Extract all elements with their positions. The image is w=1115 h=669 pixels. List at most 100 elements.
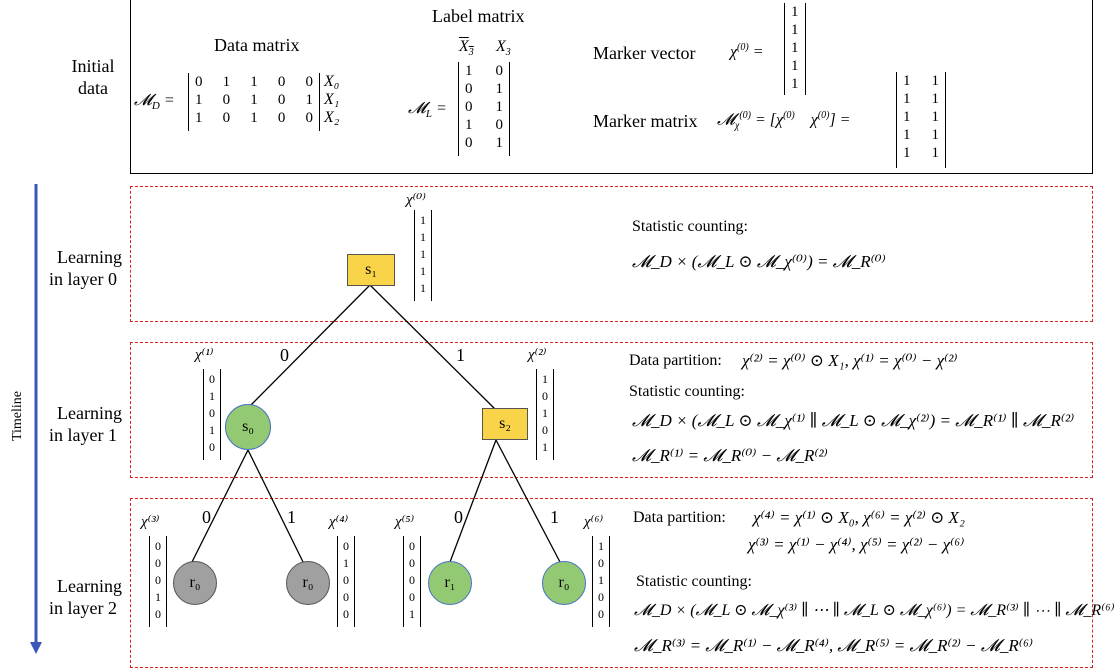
label-matrix-cell: 1 [465, 117, 473, 133]
layer2-label: Learning in layer 2 [49, 576, 122, 618]
vector-cell: 0 [598, 590, 604, 604]
vector-cell: 1 [542, 372, 548, 386]
layer1-partition-title: Data partition: [629, 352, 722, 369]
layer1-box [130, 342, 1093, 478]
vector-cell: 1 [209, 423, 215, 437]
vector-cell: 0 [542, 423, 548, 437]
edge-s2-rd [495, 439, 561, 563]
leaf-node-d: r₀ [542, 561, 586, 605]
vector-cell: 0 [209, 372, 215, 386]
vector-cell: 0 [409, 590, 415, 604]
data-matrix-cell: 1 [195, 110, 203, 126]
edge-label-s0-rb: 1 [287, 507, 296, 527]
data-matrix-cell: 0 [277, 92, 286, 108]
vector-cell: 1 [420, 213, 426, 227]
vector-cell: 0 [343, 539, 349, 553]
edge-label-s2-rc: 0 [454, 507, 463, 527]
data-matrix-cell: 1 [195, 92, 203, 108]
data-matrix-cell: 1 [250, 92, 258, 108]
vector-chi2: 1 0 1 0 1 [536, 369, 554, 460]
vector-cell: 0 [598, 607, 604, 621]
layer2-box [130, 498, 1093, 668]
data-matrix-cell: 0 [277, 110, 286, 126]
layer2-partition-eq2: χ⁽³⁾ = χ⁽¹⁾ − χ⁽⁴⁾, χ⁽⁵⁾ = χ⁽²⁾ − χ⁽⁶⁾ [748, 535, 965, 554]
vector-label-chi6: χ⁽⁶⁾ [584, 514, 604, 530]
edge-s2-rc [449, 439, 497, 563]
label-matrix-cell: 0 [465, 99, 473, 115]
marker-matrix-cell: 1 [931, 145, 940, 161]
vector-cell: 0 [343, 590, 349, 604]
layer2-partition-title: Data partition: [633, 509, 726, 526]
vector-cell: 1 [598, 573, 604, 587]
marker-matrix-cell: 1 [903, 127, 911, 143]
marker-vector-cell-row: 1 [785, 57, 805, 75]
data-matrix-cell: 1 [305, 92, 314, 108]
label-matrix-cell: 1 [495, 135, 504, 151]
data-matrix-cell: 0 [277, 74, 286, 90]
layer0-stat-eq: 𝓜_D × (𝓜_L ⊙ 𝓜_χ⁽⁰⁾) = 𝓜_R⁽⁰⁾ [632, 252, 886, 271]
vector-cell: 1 [542, 406, 548, 420]
vector-cell: 1 [420, 230, 426, 244]
vector-cell: 1 [209, 389, 215, 403]
marker-matrix-cell: 1 [931, 91, 940, 107]
vector-cell: 0 [155, 556, 161, 570]
marker-matrix-cell: 1 [903, 109, 911, 125]
layer1-partition-eq: χ⁽²⁾ = χ⁽⁰⁾ ⊙ X₁, χ⁽¹⁾ = χ⁽⁰⁾ − χ⁽²⁾ [742, 351, 958, 370]
edge-s1-s0 [247, 284, 371, 409]
vector-cell: 0 [155, 539, 161, 553]
layer1-stat-eq: 𝓜_D × (𝓜_L ⊙ 𝓜_χ⁽¹⁾ ∥ 𝓜_L ⊙ 𝓜_χ⁽²⁾) = 𝓜_… [632, 411, 1075, 430]
vector-cell: 0 [343, 573, 349, 587]
vector-cell: 1 [409, 607, 415, 621]
label-matrix-title: Label matrix [432, 6, 525, 26]
edge-label-s1-s0: 0 [280, 345, 289, 365]
edge-s0-rb [247, 449, 306, 567]
marker-matrix-cell: 1 [931, 109, 940, 125]
leaf-node-b: r₀ [286, 561, 330, 605]
vector-cell: 0 [598, 556, 604, 570]
timeline-arrow [30, 184, 42, 654]
leaf-node-c: r₁ [428, 561, 472, 605]
split-node-s1: s₁ [347, 254, 395, 286]
initial-data-label: Initial data [71, 56, 115, 98]
label-col-header: X3 [496, 38, 511, 59]
layer0-box [130, 186, 1093, 322]
marker-vector-cell: 1 [791, 40, 799, 56]
label-matrix-cell: 0 [465, 135, 473, 151]
layer1-label: Learning in layer 1 [49, 403, 122, 445]
marker-matrix-cell: 1 [931, 127, 940, 143]
marker-vector-cell: 1 [791, 58, 799, 74]
layer1-stat-eq2: 𝓜_R⁽¹⁾ = 𝓜_R⁽⁰⁾ − 𝓜_R⁽²⁾ [632, 446, 828, 465]
data-matrix-cell: 1 [250, 74, 258, 90]
split-node-s0: s₀ [225, 404, 271, 450]
vector-cell: 1 [155, 590, 161, 604]
data-matrix-cell: 1 [250, 110, 258, 126]
vector-cell: 1 [542, 440, 548, 454]
marker-matrix-title: Marker matrix [593, 111, 698, 131]
marker-matrix-cell: 1 [931, 73, 940, 89]
data-matrix-cell: 0 [222, 110, 231, 126]
layer0-label: Learning in layer 0 [49, 247, 122, 289]
vector-cell: 1 [598, 539, 604, 553]
marker-vector-cell: 1 [791, 76, 799, 92]
vector-cell: 0 [409, 539, 415, 553]
marker-vector-cell-row: 1 [785, 21, 805, 39]
vector-label-chi0: χ⁽⁰⁾ [406, 192, 426, 208]
vector-label-chi2: χ⁽²⁾ [528, 347, 547, 363]
vector-cell: 0 [542, 389, 548, 403]
vector-cell: 0 [409, 556, 415, 570]
marker-vector-cell-row: 1 [785, 39, 805, 57]
md-label: 𝓜D = [134, 92, 175, 113]
